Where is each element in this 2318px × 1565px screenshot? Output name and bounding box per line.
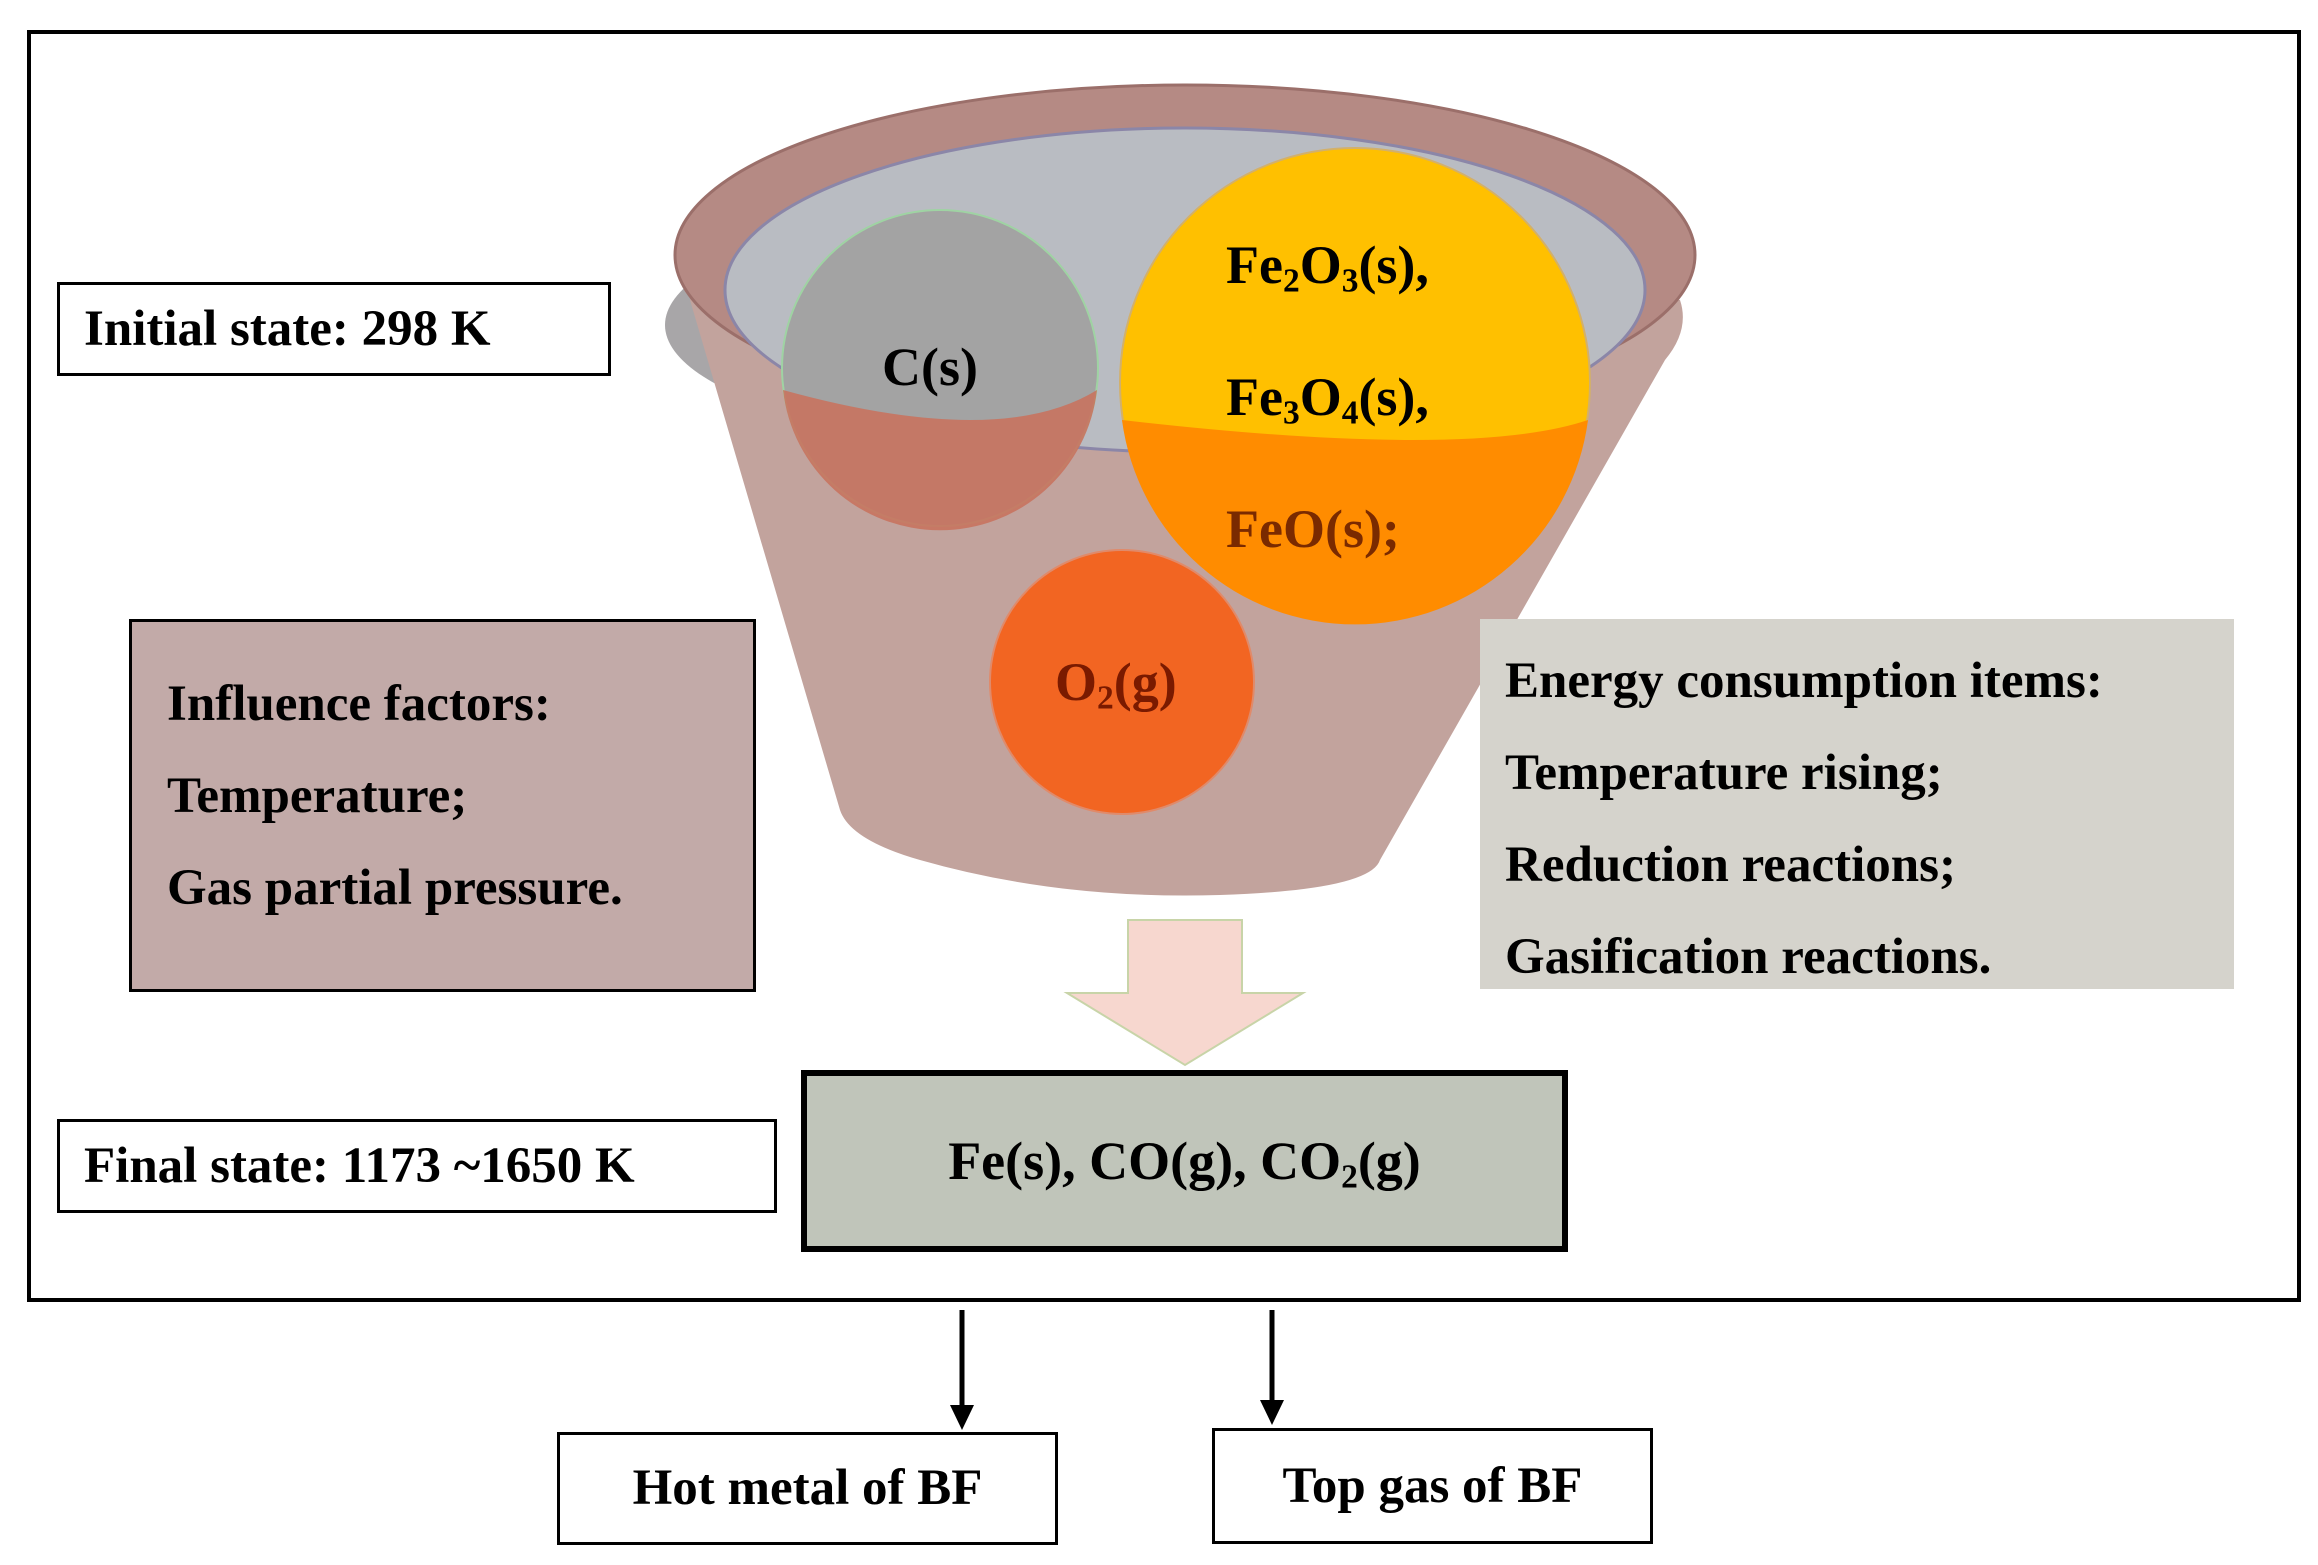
products-label: Fe(s), CO(g), CO2(g) xyxy=(948,1131,1421,1196)
energy-consumption-title: Energy consumption items: xyxy=(1505,653,2103,709)
hot-metal-box: Hot metal of BF xyxy=(557,1432,1058,1545)
iron-oxides-circle-lower-tint xyxy=(1122,420,1588,625)
oxygen-label: O2(g) xyxy=(1055,652,1177,717)
oxygen-circle xyxy=(989,549,1255,815)
energy-consumption-item: Temperature rising; xyxy=(1505,745,1943,801)
fe2o3-label: Fe2O3(s), xyxy=(1226,235,1429,300)
influence-factor-item: Temperature; xyxy=(167,768,468,824)
influence-factors-title: Influence factors: xyxy=(167,676,551,732)
energy-consumption-item: Gasification reactions. xyxy=(1505,929,1992,985)
influence-factors-box: Influence factors: Temperature; Gas part… xyxy=(129,619,756,992)
top-gas-box: Top gas of BF xyxy=(1212,1428,1653,1544)
carbon-circle-lower-tint xyxy=(783,390,1097,531)
initial-state-label: Initial state: 298 K xyxy=(84,300,491,357)
outer-frame xyxy=(27,30,2301,1302)
funnel-to-products-arrow xyxy=(1063,919,1307,1067)
hot-metal-label: Hot metal of BF xyxy=(632,1460,983,1516)
top-gas-label: Top gas of BF xyxy=(1282,1457,1583,1514)
products-box: Fe(s), CO(g), CO2(g) xyxy=(801,1070,1568,1252)
carbon-label: C(s) xyxy=(882,337,978,397)
final-state-box: Final state: 1173 ~1650 K xyxy=(57,1119,777,1213)
top-gas-arrow-head xyxy=(1260,1400,1284,1425)
initial-state-box: Initial state: 298 K xyxy=(57,282,611,376)
influence-factor-item: Gas partial pressure. xyxy=(167,860,623,916)
energy-consumption-item: Reduction reactions; xyxy=(1505,837,1956,893)
final-state-label: Final state: 1173 ~1650 K xyxy=(84,1137,635,1194)
fe3o4-label: Fe3O4(s), xyxy=(1226,367,1429,432)
feo-label: FeO(s); xyxy=(1226,499,1400,559)
hot-metal-arrow-head xyxy=(950,1405,974,1430)
energy-consumption-box: Energy consumption items: Temperature ri… xyxy=(1480,619,2234,989)
